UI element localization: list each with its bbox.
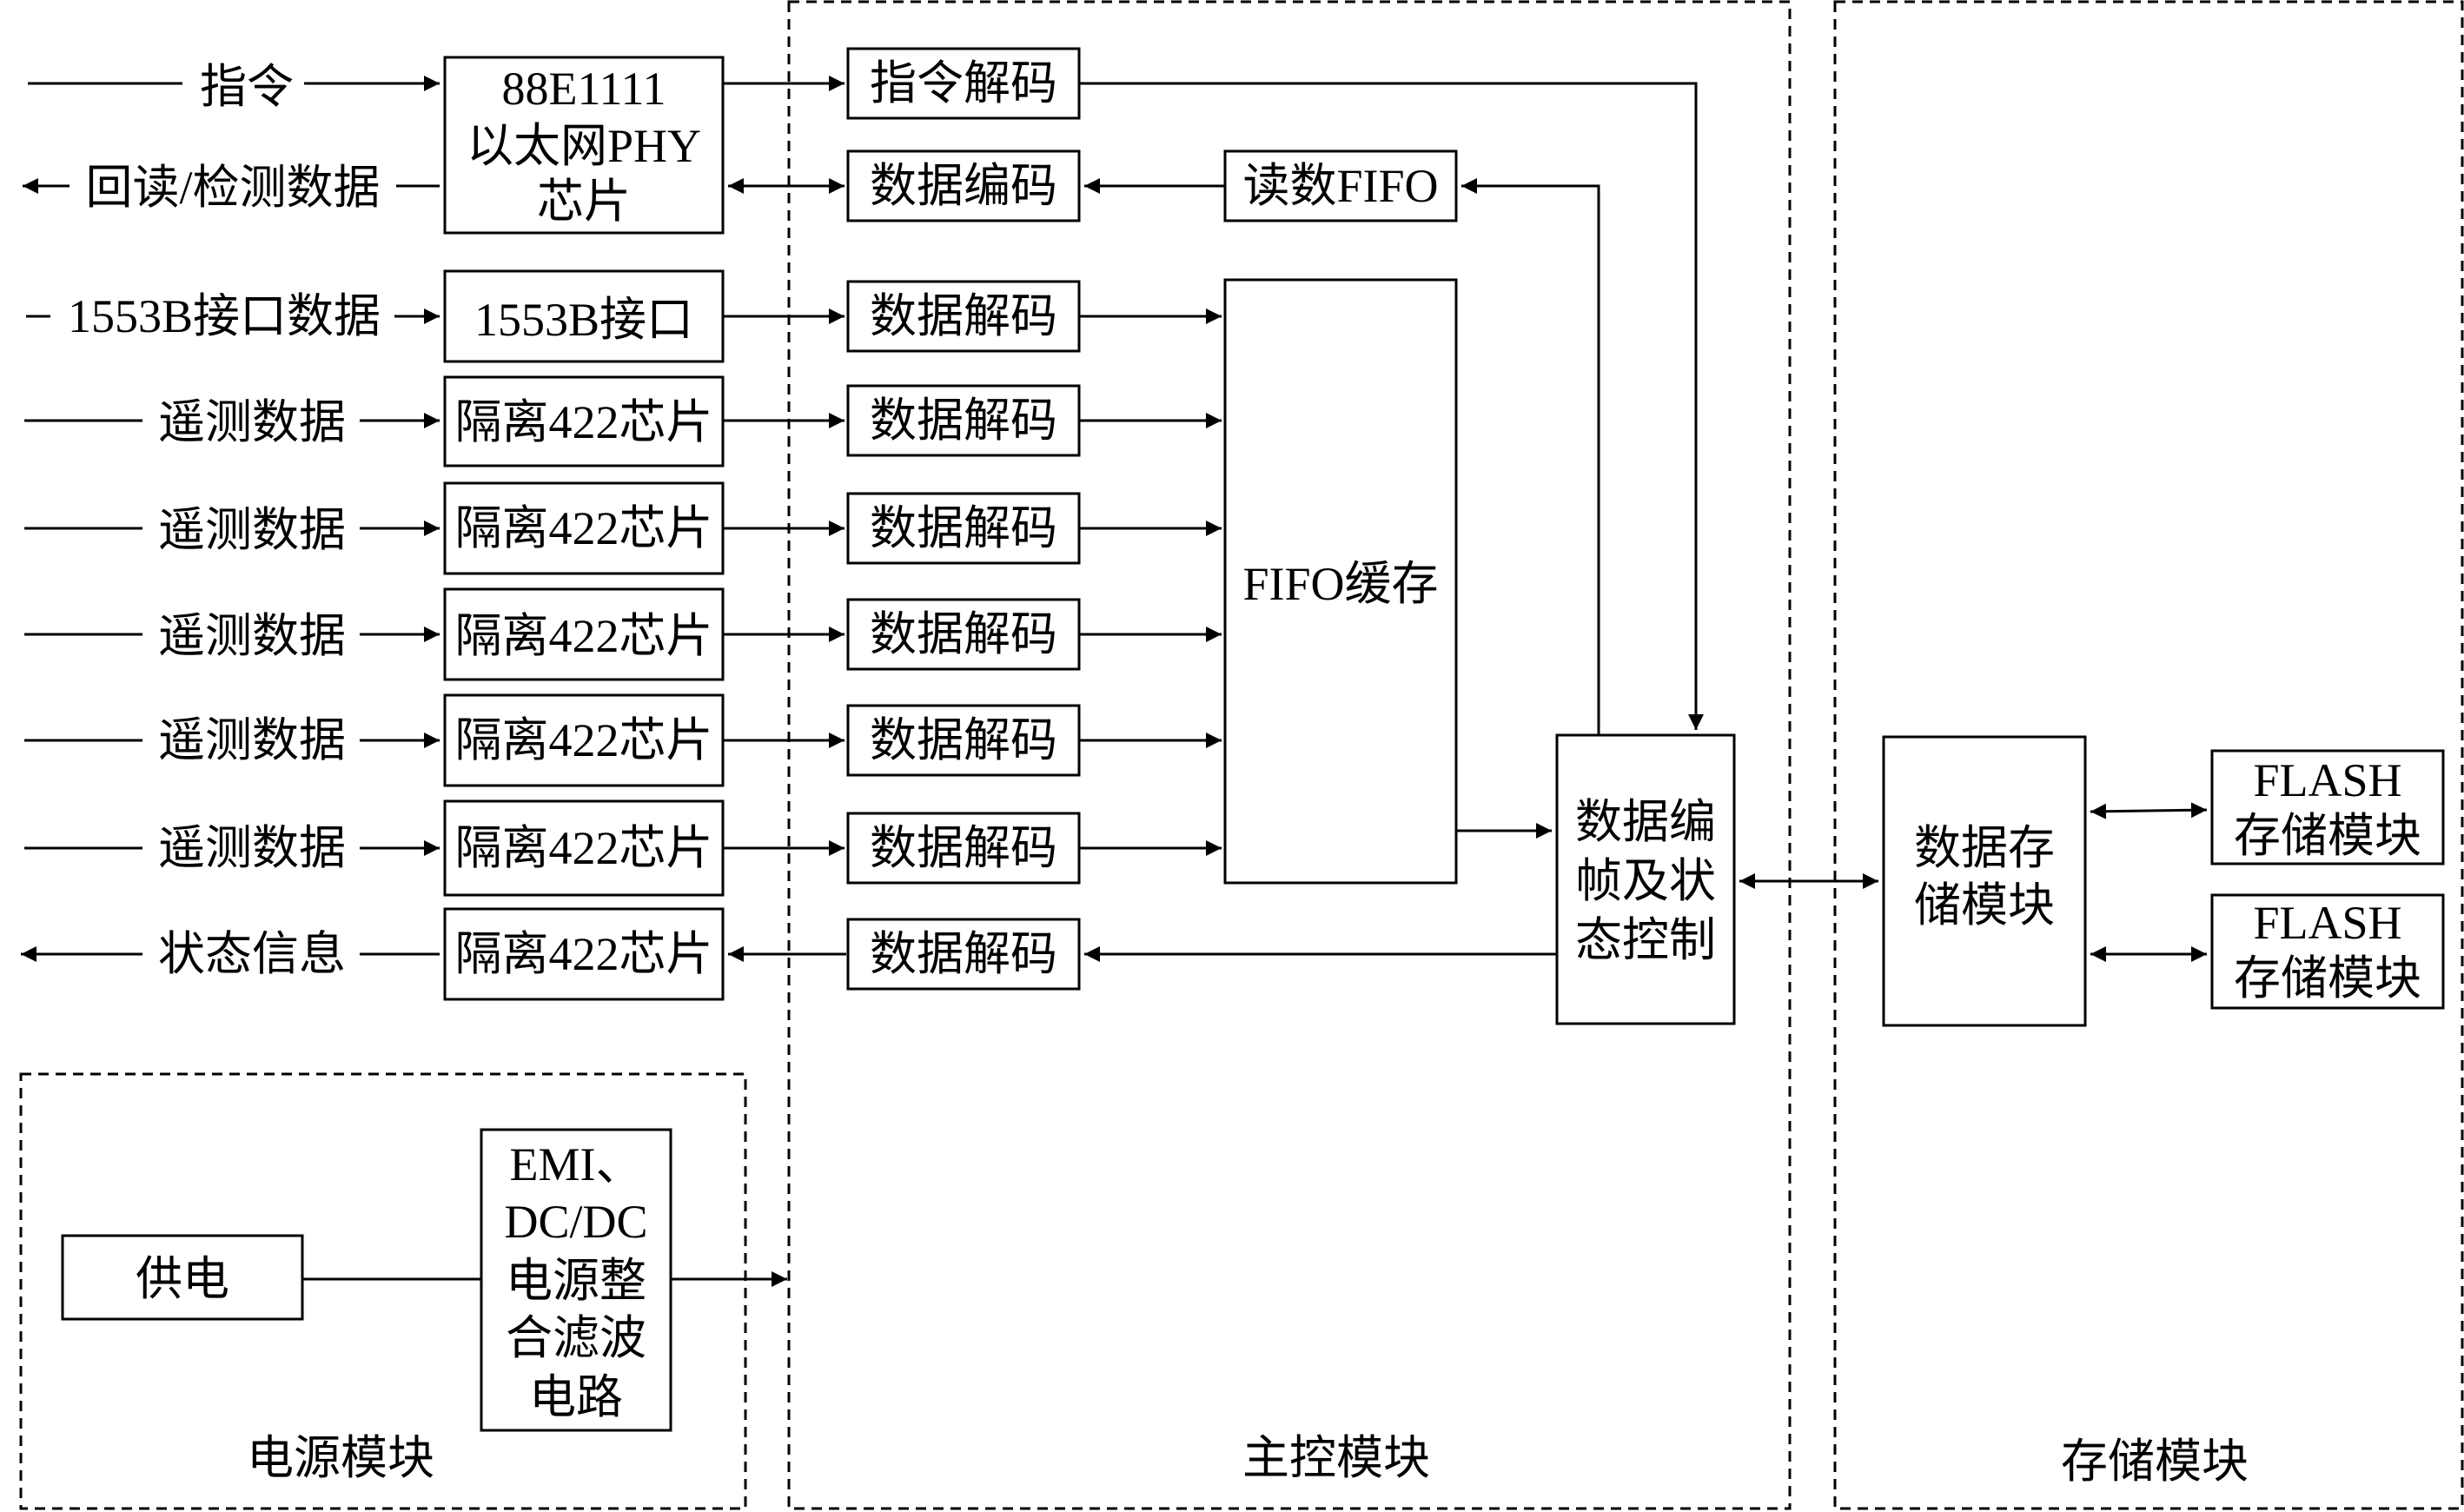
filter-line3: 电源整 xyxy=(506,1255,646,1307)
data-encode-box xyxy=(846,149,1081,222)
storage-control-box xyxy=(1882,735,2087,1027)
storage-control-line2: 储模块 xyxy=(1914,879,2055,932)
fifo-cache-box xyxy=(1223,278,1458,885)
framing-to-read-fifo-wire xyxy=(1461,178,1600,735)
cmd-decode-to-framing-wire xyxy=(1079,82,1704,730)
cmd-decode-box xyxy=(846,47,1081,120)
status-isolation-box xyxy=(443,907,725,1001)
framing-line3: 态控制 xyxy=(1575,914,1716,966)
decode-label-4: 数据解码 xyxy=(870,608,1057,660)
telemetry-row-3: 遥测数据 隔离422芯片 xyxy=(24,587,725,681)
flash2-line1: FLASH xyxy=(2253,897,2401,949)
isolation-chip-label: 隔离422芯片 xyxy=(455,610,713,662)
filter-line4: 合滤波 xyxy=(506,1312,646,1364)
main-control-region xyxy=(787,0,1792,1510)
flash2-line2: 存储模块 xyxy=(2234,952,2421,1005)
iface1553-box xyxy=(443,269,725,363)
decode-label-3: 数据解码 xyxy=(870,502,1057,554)
telemetry-label: 遥测数据 xyxy=(158,822,346,874)
status-label: 状态信息 xyxy=(158,928,346,980)
telemetry-label: 遥测数据 xyxy=(158,396,346,448)
bus1553-label: 1553B接口数据 xyxy=(68,290,381,342)
decode-label-6: 数据解码 xyxy=(870,822,1057,874)
power-supply-label: 供电 xyxy=(136,1253,229,1305)
telemetry-label: 遥测数据 xyxy=(158,610,346,662)
decode-label-1: 数据解码 xyxy=(870,290,1057,342)
flash-module-box-1 xyxy=(2210,749,2445,865)
power-supply-box xyxy=(61,1234,304,1321)
power-region xyxy=(19,1072,747,1510)
cmd-decode-label: 指令解码 xyxy=(870,57,1057,109)
iface1553-label: 1553B接口 xyxy=(474,294,693,346)
decode-label-5: 数据解码 xyxy=(870,714,1057,766)
storage-flash1-link xyxy=(2090,802,2208,819)
status-isolation-label: 隔离422芯片 xyxy=(455,928,713,980)
telemetry-label: 遥测数据 xyxy=(158,714,346,766)
telemetry-row-1: 遥测数据 隔离422芯片 xyxy=(24,375,725,468)
storage-region xyxy=(1833,0,2464,1510)
telemetry-row-2: 遥测数据 隔离422芯片 xyxy=(24,481,725,575)
command-label: 指令 xyxy=(200,61,294,113)
telemetry-row-5: 遥测数据 隔离422芯片 xyxy=(24,799,725,897)
flash1-line2: 存储模块 xyxy=(2234,810,2421,862)
framing-line1: 数据编 xyxy=(1575,796,1716,848)
telemetry-row-4: 遥测数据 隔离422芯片 xyxy=(24,693,725,787)
isolation-chip-label: 隔离422芯片 xyxy=(455,822,713,874)
filter-line1: EMI、 xyxy=(510,1138,643,1190)
isolation-chip-label: 隔离422芯片 xyxy=(455,502,713,554)
readback-label: 回读/检测数据 xyxy=(85,162,380,214)
read-fifo-label: 读数FIFO xyxy=(1242,160,1438,212)
phy-chip-box xyxy=(443,56,725,235)
read-fifo-box xyxy=(1223,149,1458,222)
decode-label-7: 数据解码 xyxy=(870,928,1057,980)
flash1-line1: FLASH xyxy=(2253,754,2401,806)
fifo-cache-label: FIFO缓存 xyxy=(1242,558,1438,610)
data-encode-label: 数据编码 xyxy=(870,160,1057,212)
main-control-region-label: 主控模块 xyxy=(1242,1432,1430,1484)
phy-chip-line1: 88E1111 xyxy=(502,63,666,115)
phy-chip-line2: 以太网PHY xyxy=(467,120,701,172)
framing-line2: 帧及状 xyxy=(1575,855,1716,907)
phy-chip-line3: 芯片 xyxy=(537,176,631,228)
decode-label-2: 数据解码 xyxy=(870,395,1057,447)
filter-line2: DC/DC xyxy=(504,1196,647,1248)
filter-line5: 电路 xyxy=(529,1371,623,1423)
telemetry-label: 遥测数据 xyxy=(158,504,346,556)
power-region-label: 电源模块 xyxy=(247,1432,434,1484)
storage-region-label: 存储模块 xyxy=(2061,1436,2249,1488)
framing-control-box xyxy=(1555,733,1736,1025)
decoder-column: 数据解码 数据解码 数据解码 数据解码 数据解码 数据解码 数据解码 xyxy=(846,280,1081,991)
isolation-chip-label: 隔离422芯片 xyxy=(455,714,713,766)
flash-module-box-2 xyxy=(2210,893,2445,1010)
emi-filter-box xyxy=(480,1128,672,1432)
storage-control-line1: 数据存 xyxy=(1914,822,2055,874)
isolation-chip-label: 隔离422芯片 xyxy=(455,396,713,448)
